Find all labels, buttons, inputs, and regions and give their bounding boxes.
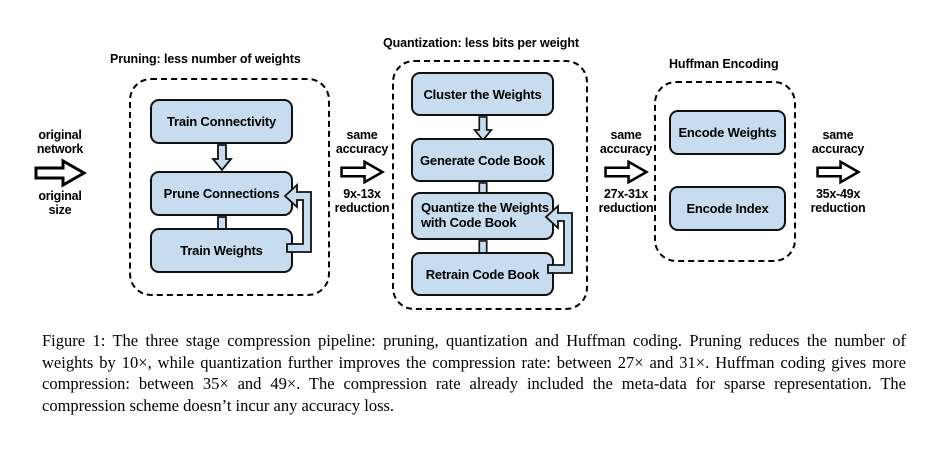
transition-quant-to-huffman-top-line1: same — [610, 128, 642, 142]
process-box-cluster-the-weights[interactable]: Cluster the Weights — [411, 72, 554, 116]
transition-quant-to-huffman: same accuracy 27x-31x reduction — [590, 128, 662, 215]
stage-heading-pruning: Pruning: less number of weights — [110, 52, 301, 66]
transition-output-bottom-line1: 35x-49x — [815, 187, 861, 201]
right-arrow-icon — [816, 159, 861, 185]
stage-container-huffman — [654, 81, 796, 262]
transition-input: original network original size — [8, 128, 112, 217]
process-box-retrain-code-book[interactable]: Retrain Code Book — [411, 252, 554, 296]
process-box-train-weights[interactable]: Train Weights — [150, 228, 293, 273]
figure-caption: Figure 1: The three stage compression pi… — [42, 331, 906, 415]
stage-container-quantization — [392, 60, 588, 310]
transition-input-bottom-line2: size — [48, 203, 72, 217]
down-arrow-icon — [472, 116, 494, 142]
transition-output: same accuracy 35x-49x reduction — [800, 128, 876, 215]
right-arrow-icon — [604, 159, 649, 185]
process-box-encode-index[interactable]: Encode Index — [669, 186, 786, 231]
process-box-encode-weights[interactable]: Encode Weights — [669, 110, 786, 155]
right-arrow-icon — [340, 159, 385, 185]
transition-output-top-line1: same — [822, 128, 854, 142]
transition-prune-to-quant: same accuracy 9x-13x reduction — [330, 128, 394, 215]
transition-prune-to-quant-top-line2: accuracy — [335, 142, 389, 156]
quantize-box-line1: Quantize the Weights — [421, 200, 549, 216]
right-arrow-icon — [34, 158, 87, 188]
transition-quant-to-huffman-bottom-line1: 27x-31x — [603, 187, 649, 201]
loopback-arrow-pruning — [283, 182, 312, 253]
transition-output-top-line2: accuracy — [811, 142, 865, 156]
stage-container-pruning — [129, 78, 330, 296]
transition-input-top-line1: original — [38, 128, 82, 142]
process-box-train-connectivity[interactable]: Train Connectivity — [150, 99, 293, 144]
figure-diagram: original network original size Pruning: … — [8, 36, 876, 310]
transition-quant-to-huffman-top-line2: accuracy — [599, 142, 653, 156]
loopback-arrow-quantization — [544, 203, 573, 274]
transition-input-top-line2: network — [36, 142, 84, 156]
transition-prune-to-quant-bottom-line1: 9x-13x — [343, 187, 381, 201]
process-box-quantize-the-weights-with-code-book[interactable]: Quantize the Weights with Code Book — [411, 192, 554, 240]
transition-prune-to-quant-bottom-line2: reduction — [334, 201, 390, 215]
stage-heading-quantization: Quantization: less bits per weight — [383, 36, 579, 50]
down-arrow-icon — [211, 144, 233, 172]
process-box-prune-connections[interactable]: Prune Connections — [150, 171, 293, 216]
transition-prune-to-quant-top-line1: same — [346, 128, 378, 142]
quantize-box-line2: with Code Book — [421, 215, 517, 230]
process-box-generate-code-book[interactable]: Generate Code Book — [411, 138, 554, 182]
transition-quant-to-huffman-bottom-line2: reduction — [598, 201, 654, 215]
transition-output-bottom-line2: reduction — [810, 201, 866, 215]
transition-input-bottom-line1: original — [38, 189, 82, 203]
stage-heading-huffman: Huffman Encoding — [669, 57, 779, 71]
